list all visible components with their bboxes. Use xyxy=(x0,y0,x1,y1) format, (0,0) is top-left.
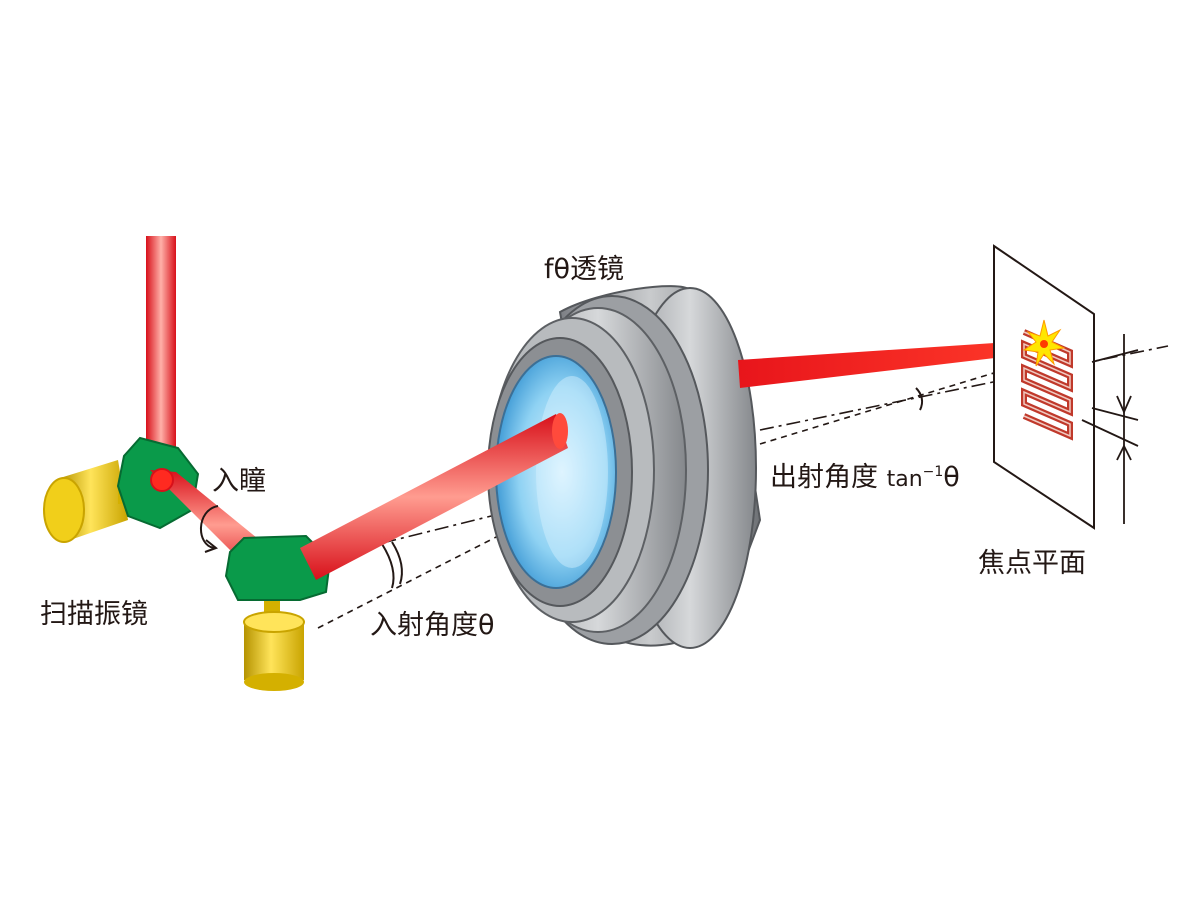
galvo-motor-y xyxy=(243,590,305,691)
focused-output-beam xyxy=(738,340,1046,388)
f-theta-lens xyxy=(487,285,762,649)
scan-galvo-label: 扫描振镜 xyxy=(40,599,148,630)
beam-to-lens xyxy=(300,414,568,580)
exit-angle-exponent: −1 xyxy=(922,464,944,480)
incident-angle-arc xyxy=(381,543,395,589)
exit-angle-label: 出射角度 tan−1θ xyxy=(770,464,960,491)
dimension-arrow-icon xyxy=(1081,334,1139,524)
galvo-motor-x xyxy=(43,460,140,543)
laser-spot-icon xyxy=(1022,319,1066,367)
optical-axis-line xyxy=(329,493,581,557)
incident-dashed-line xyxy=(317,483,601,629)
output-axis-line xyxy=(759,345,1169,431)
rotation-arrow-icon xyxy=(200,505,219,549)
focal-plane-label: 焦点平面 xyxy=(978,548,1086,579)
incident-angle-label: 入射角度θ xyxy=(370,610,495,641)
f-theta-lens-label: fθ透镜 xyxy=(544,254,625,285)
exit-angle-arc xyxy=(915,387,924,411)
output-dashed-line xyxy=(759,361,1031,445)
exit-angle-prefix: 出射角度 xyxy=(770,462,878,493)
exit-angle-suffix: θ xyxy=(943,462,960,493)
entrance-pupil-label: 入瞳 xyxy=(212,466,266,497)
exit-angle-formula: tan xyxy=(886,467,923,492)
